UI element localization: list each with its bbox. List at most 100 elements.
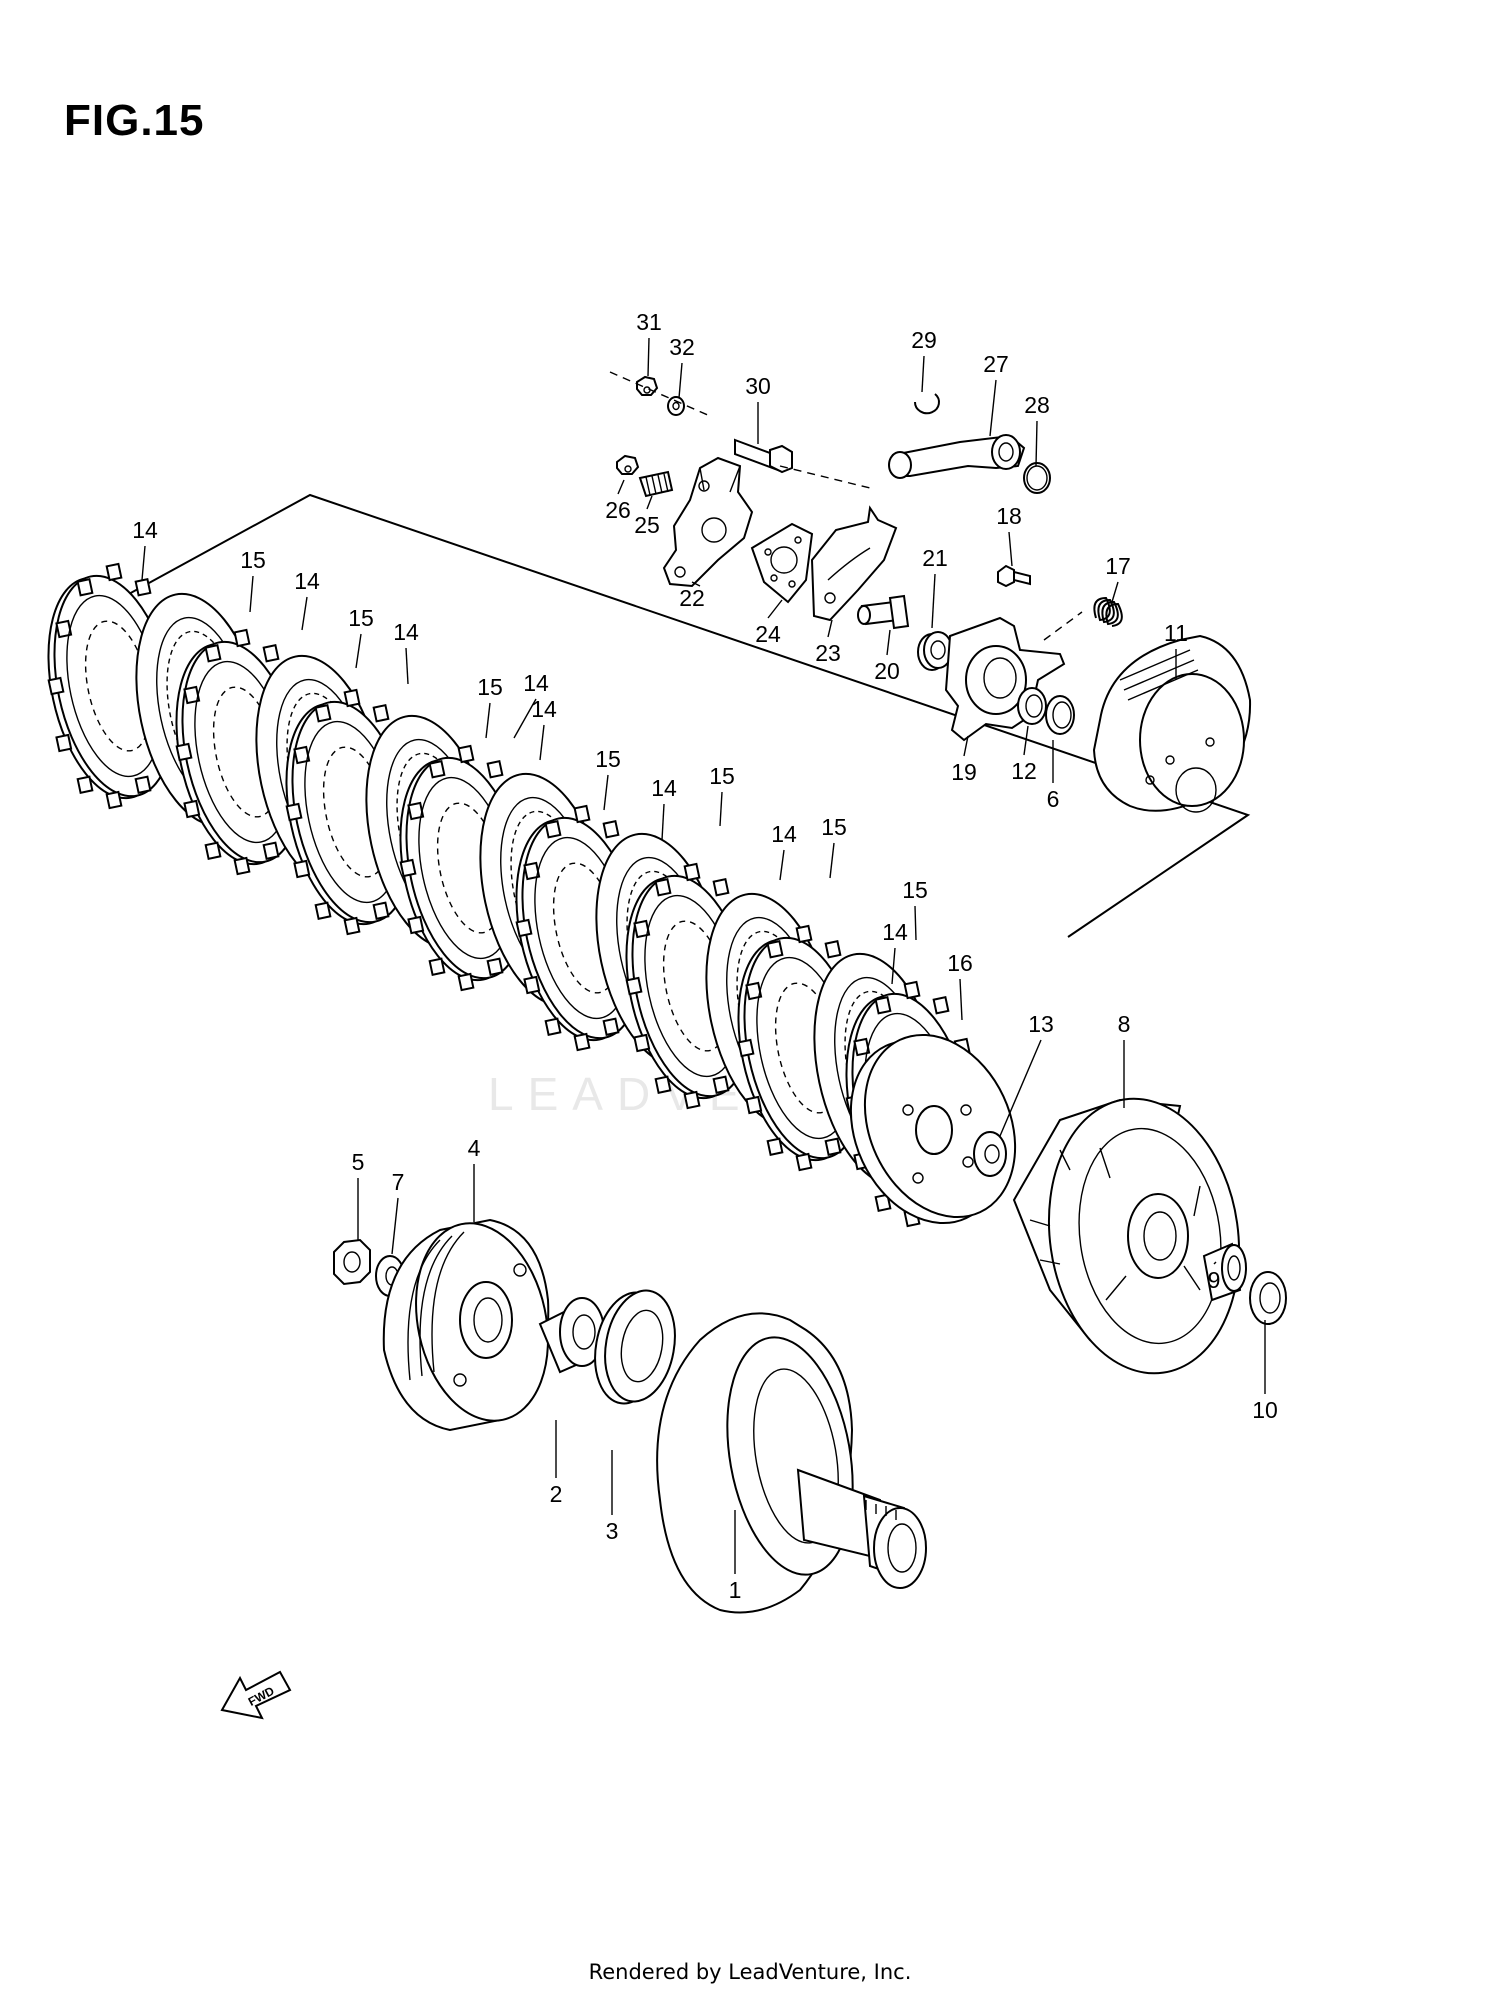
callout-number: 9 [1208,1267,1221,1293]
leader-line [959,978,963,1021]
leader-line [921,355,925,393]
callout-number: 15 [348,605,374,631]
callout-number: 31 [636,309,662,335]
callout-number: 14 [523,670,549,696]
part-26-nut [616,454,640,475]
leader-line [249,575,254,613]
part-27-release-lever [888,434,1026,479]
figure-title: FIG.15 [64,96,205,145]
callout-number: 15 [595,746,621,772]
leader-line [827,619,833,638]
callout-number: 30 [745,373,771,399]
callout-number: 14 [294,568,320,594]
callout-number: 19 [951,759,977,785]
part-24-gasket [750,522,814,604]
part-21-bearing [917,631,953,671]
callout-number: 11 [1164,620,1188,646]
leader-line [646,495,653,510]
callout-number: 15 [902,877,928,903]
callout-number: 22 [679,585,705,611]
part-32-washer [667,396,685,416]
callout-number: 10 [1252,1397,1278,1423]
leader-line [1111,581,1119,603]
leader-line [989,379,997,437]
part-22-bracket [662,456,754,588]
leader-line [1008,531,1013,567]
fwd-arrow-icon: FWD [220,1670,292,1720]
callout-number: 6 [1047,786,1060,812]
callout-number: 4 [468,1135,481,1161]
callout-number: 26 [605,497,631,523]
leader-line [539,724,545,761]
callout-number: 15 [240,547,266,573]
callout-number: 32 [669,334,695,360]
leader-line [999,1039,1042,1137]
leader-line [678,362,683,399]
part-4-centrifugal-clutch [382,1218,550,1432]
leader-line [661,803,665,841]
leader-line [485,702,491,739]
callout-number: 29 [911,327,937,353]
callout-number: 8 [1118,1011,1131,1037]
dash-guide-upper [609,371,1083,641]
part-23-cam-plate [810,505,898,622]
callout-number: 17 [1105,553,1131,579]
callout-number: 25 [634,512,660,538]
callout-number: 24 [755,621,781,647]
callout-number: 23 [815,640,841,666]
callout-labels: 1234567891011121314141414141414141515151… [132,309,1278,1603]
part-18-bolt [997,564,1031,588]
part-5-nut [333,1238,371,1286]
callout-number: 14 [531,696,557,722]
leader-line [513,698,537,739]
leader-line [779,849,785,881]
leader-line [914,905,917,941]
part-17-spring [1093,596,1123,627]
callout-number: 13 [1028,1011,1054,1037]
leader-line [141,545,146,581]
callout-number: 14 [771,821,797,847]
callout-number: 27 [983,351,1009,377]
part-12-spacer [1017,687,1047,725]
callout-number: 15 [709,763,735,789]
part-10-washer [1249,1271,1287,1325]
callout-number: 3 [606,1518,619,1544]
part-29-circlip [913,393,940,415]
part-6-washer [1045,695,1075,735]
leader-line [829,842,835,879]
part-28-o-ring [1023,462,1051,494]
callout-number: 2 [550,1481,563,1507]
leader-line [691,581,701,587]
part-3-one-way-clutch [594,1289,676,1405]
leader-line [647,337,650,377]
part-13-washer [973,1131,1007,1177]
part-8-primary-driven-gear [1012,1097,1241,1375]
callout-number: 20 [874,658,900,684]
callout-number: 16 [947,950,973,976]
callout-number: 18 [996,503,1022,529]
callout-number: 15 [477,674,503,700]
part-16-pressure-plate [849,1033,1017,1225]
leader-line [391,1197,399,1255]
leader-line [719,791,723,827]
part-30-bolt [734,438,793,474]
callout-number: 5 [352,1149,365,1175]
leader-line [603,774,609,811]
leader-line [886,629,891,656]
callout-number: 1 [729,1577,742,1603]
part-31-nut [636,375,659,396]
footer-credit: Rendered by LeadVenture, Inc. [588,1960,912,1984]
leader-line [891,947,896,985]
leader-line [767,599,783,619]
part-9-spacer [1202,1242,1247,1302]
callout-number: 21 [922,545,948,571]
callout-number: 28 [1024,392,1050,418]
group-outline [71,493,1251,938]
leader-line [1213,1261,1217,1265]
callout-number: 12 [1011,758,1037,784]
leader-line [405,647,409,685]
callout-number: 14 [651,775,677,801]
callout-number: 15 [821,814,847,840]
leader-line [301,596,308,631]
